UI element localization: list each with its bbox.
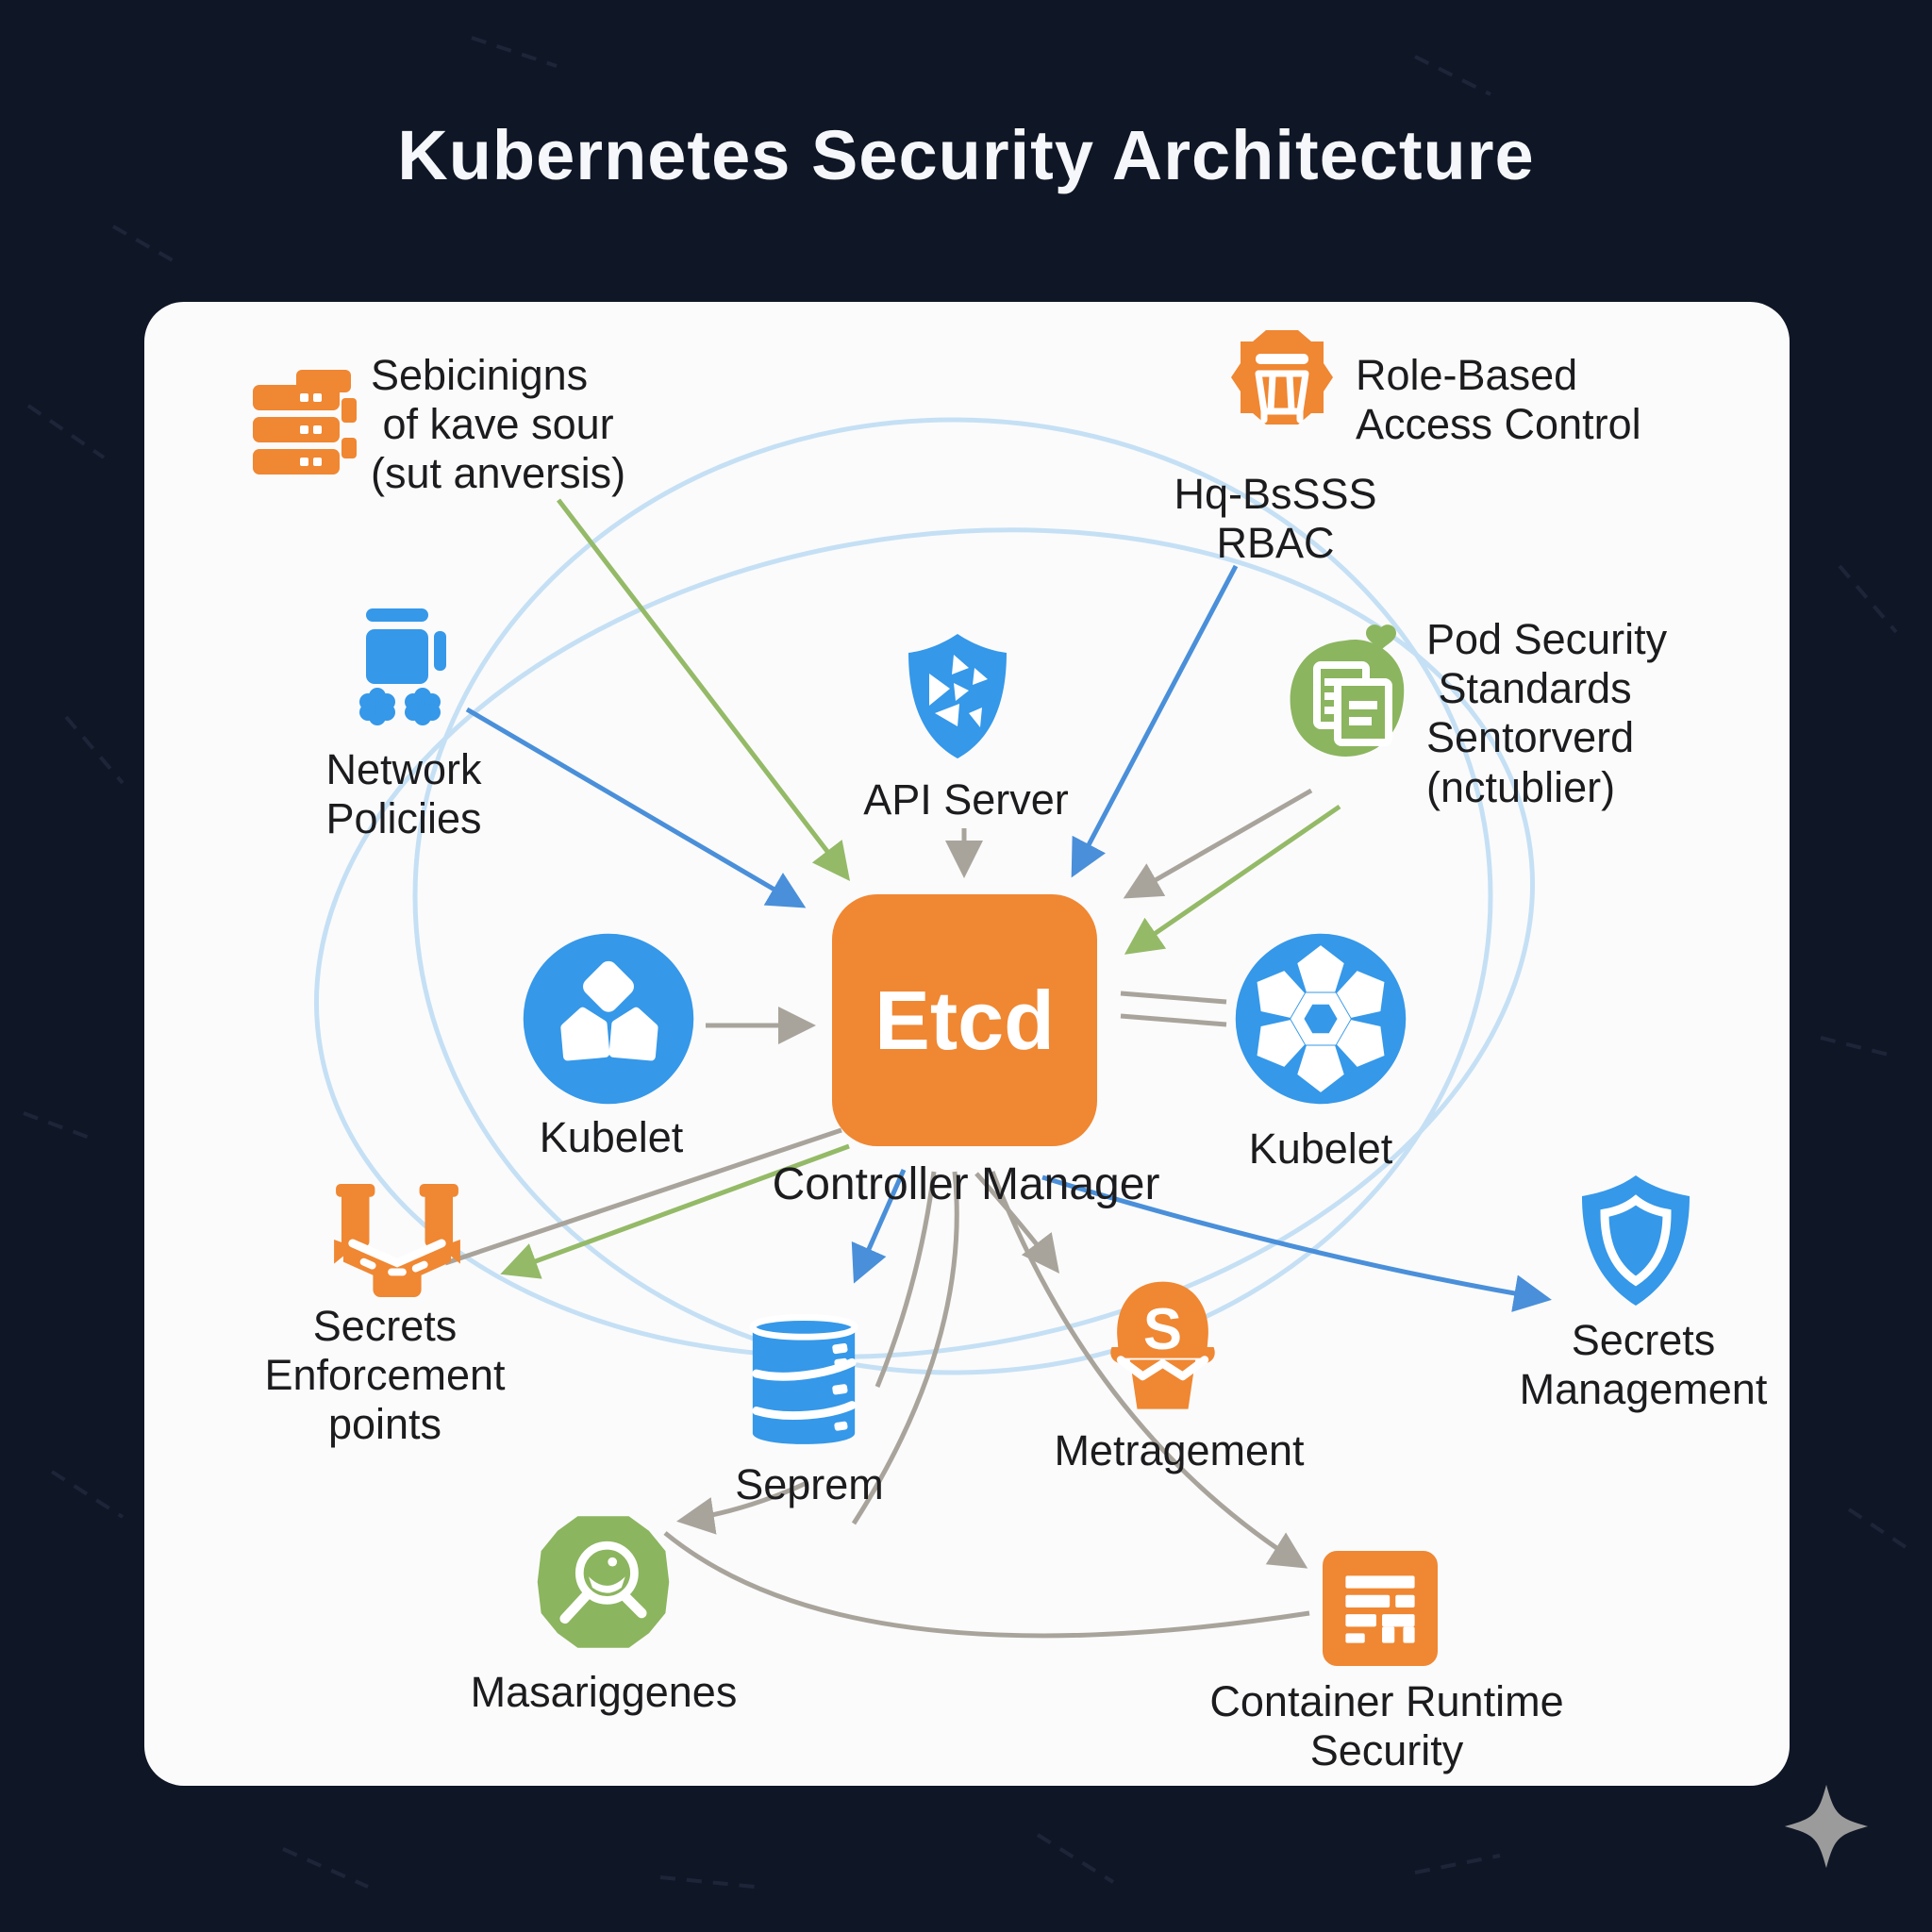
etcd-label: Etcd <box>874 973 1055 1067</box>
database-icon <box>749 1314 858 1444</box>
api-server-label: API Server <box>863 775 1069 824</box>
etcd-node: Etcd <box>832 894 1097 1146</box>
cubes-circle-icon <box>523 933 694 1105</box>
page-title: Kubernetes Security Architecture <box>397 116 1535 194</box>
helmet-s-icon: S <box>1110 1281 1215 1409</box>
container-runtime-label: Container Runtime Security <box>1209 1677 1564 1775</box>
vest-bracket-icon <box>334 1184 460 1298</box>
controller-manager-label: Controller Manager <box>772 1159 1160 1209</box>
kubelet-left-label: Kubelet <box>539 1113 684 1161</box>
hex-flower-circle-icon <box>1235 933 1407 1105</box>
rbac-sublabel: Hq-BsSSS RBAC <box>1174 470 1377 568</box>
shield-kubernetes-icon <box>908 634 1007 758</box>
rbac-label: Role-Based Access Control <box>1356 351 1641 449</box>
network-nodes-icon <box>359 608 446 725</box>
network-policies-label: Network Policiies <box>325 745 482 843</box>
document-lines-icon <box>1323 1551 1438 1666</box>
seal-magnifier-icon <box>537 1516 670 1648</box>
svg-text:S: S <box>1143 1297 1182 1362</box>
pod-documents-icon <box>1290 625 1405 757</box>
rbac-badge-icon <box>1231 330 1333 425</box>
secrets-management-label: Secrets Management <box>1519 1316 1768 1414</box>
pod-security-label: Pod Security Standards Sentorverd (nctub… <box>1426 615 1668 811</box>
kubelet-right-label: Kubelet <box>1248 1124 1393 1173</box>
admission-label: Sebicinigns of kave sour (sut anversis) <box>371 351 626 498</box>
server-stack-icon <box>253 370 357 475</box>
seprem-label: Seprem <box>735 1460 884 1508</box>
shield-outline-icon <box>1582 1175 1690 1306</box>
metragement-label: Metragement <box>1054 1426 1305 1474</box>
sparkle-icon <box>1784 1784 1869 1869</box>
secrets-enforcement-label: Secrets Enforcement points <box>264 1302 506 1449</box>
masariggenes-label: Masariggenes <box>470 1668 738 1716</box>
